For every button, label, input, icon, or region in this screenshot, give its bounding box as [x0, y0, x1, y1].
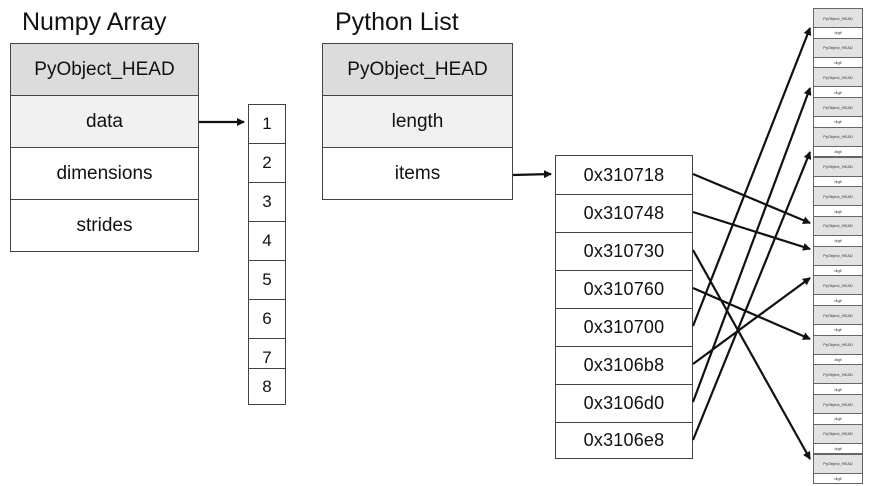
heap-object-head: PyObject_HEAD: [813, 67, 863, 88]
pointer-address: 0x310748: [555, 194, 693, 233]
data-buffer-cell: 2: [248, 143, 286, 183]
heap-object-head: PyObject_HEAD: [813, 186, 863, 207]
heap-object-head: PyObject_HEAD: [813, 37, 863, 58]
numpy-field-strides: strides: [10, 199, 199, 252]
heap-object-head: PyObject_HEAD: [813, 245, 863, 266]
pointer-address: 0x310700: [555, 308, 693, 347]
pointer-address: 0x3106d0: [555, 384, 693, 423]
data-buffer-cell: 8: [248, 368, 286, 405]
heap-object-head: PyObject_HEAD: [813, 423, 863, 444]
numpy-array-title: Numpy Array: [22, 8, 167, 36]
object-pointer-arrow: [692, 277, 811, 365]
items-pointer-arrow: [512, 170, 552, 179]
heap-object-head: PyObject_HEAD: [813, 453, 863, 474]
object-pointer-arrow: [692, 286, 811, 341]
object-pointer-arrow: [692, 210, 811, 251]
heap-object-head: PyObject_HEAD: [813, 156, 863, 177]
heap-object-head: PyObject_HEAD: [813, 364, 863, 385]
data-buffer-cell: 4: [248, 221, 286, 261]
numpy-field-data: data: [10, 95, 199, 148]
heap-object-head: PyObject_HEAD: [813, 334, 863, 355]
data-buffer-cell: 1: [248, 104, 286, 144]
heap-object-head: PyObject_HEAD: [813, 305, 863, 325]
pylist-field-items: items: [322, 147, 513, 200]
numpy-field-dimensions: dimensions: [10, 147, 199, 200]
pointer-address: 0x310760: [555, 270, 693, 309]
heap-object-head: PyObject_HEAD: [813, 394, 863, 415]
data-buffer-cell: 5: [248, 260, 286, 300]
pylist-field-pyobject-head: PyObject_HEAD: [322, 43, 513, 96]
pointer-address: 0x310718: [555, 155, 693, 195]
pointer-address: 0x310730: [555, 232, 693, 271]
heap-object-head: PyObject_HEAD: [813, 126, 863, 147]
object-pointer-arrow: [692, 249, 811, 460]
heap-object-head: PyObject_HEAD: [813, 97, 863, 118]
pointer-address: 0x3106b8: [555, 346, 693, 385]
python-list-title: Python List: [335, 8, 459, 36]
heap-object-head: PyObject_HEAD: [813, 8, 863, 28]
object-pointer-arrow: [691, 87, 812, 403]
heap-object-value: digit: [813, 472, 863, 485]
pointer-address: 0x3106e8: [555, 422, 693, 459]
object-pointer-arrow: [691, 27, 812, 327]
object-pointer-arrow: [691, 151, 812, 441]
object-pointer-arrow: [692, 172, 811, 225]
heap-object-head: PyObject_HEAD: [813, 275, 863, 296]
pylist-field-length: length: [322, 95, 513, 148]
heap-object-head: PyObject_HEAD: [813, 215, 863, 236]
data-buffer-cell: 3: [248, 182, 286, 222]
data-buffer-cell: 6: [248, 299, 286, 339]
numpy-field-pyobject-head: PyObject_HEAD: [10, 43, 199, 96]
